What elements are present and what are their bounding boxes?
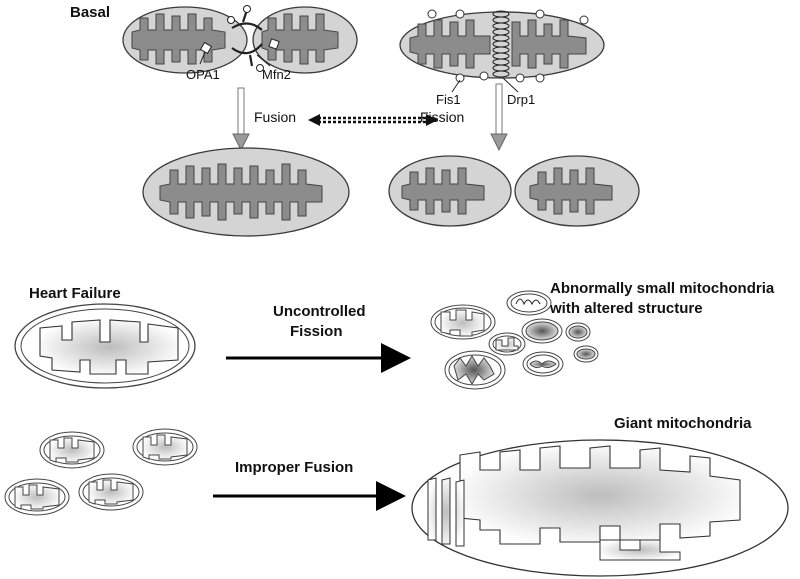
giant-mito-label: Giant mitochondria xyxy=(614,415,752,432)
fusion-label: Fusion xyxy=(254,109,296,125)
fusion-down-arrow xyxy=(232,87,250,152)
mfn2-head-icon xyxy=(227,16,235,24)
mitochondrion-dividing xyxy=(399,11,605,79)
normal-mitochondrion-outline xyxy=(14,303,196,389)
fission-down-arrow xyxy=(490,83,508,152)
basal-label: Basal xyxy=(70,4,110,21)
drp1-ring-coil xyxy=(492,10,510,78)
small-mito-label-1: Abnormally small mitochondria xyxy=(550,280,775,297)
uncontrolled-fission-label-1: Uncontrolled xyxy=(273,303,366,320)
mfn2-label: Mfn2 xyxy=(262,67,291,82)
opa1-marker-icon xyxy=(199,41,213,55)
heart-failure-label: Heart Failure xyxy=(29,285,121,302)
uncontrolled-fission-label-2: Fission xyxy=(290,323,343,340)
fused-mitochondrion xyxy=(142,147,350,237)
small-mito-label-2: with altered structure xyxy=(549,300,703,317)
mitochondrion-fusing-right xyxy=(252,6,358,74)
fusion-fission-equilibrium-arrow xyxy=(308,114,438,126)
mfn2-head-icon xyxy=(243,5,251,13)
small-mitochondria-group xyxy=(4,428,198,516)
opa1-label: OPA1 xyxy=(186,67,220,82)
mitochondrion-fusing-left xyxy=(122,6,248,74)
fragmented-mitochondria-cluster xyxy=(430,290,599,390)
fis1-label: Fis1 xyxy=(436,92,461,107)
giant-mitochondrion xyxy=(411,439,789,577)
opa1-marker-icon xyxy=(268,38,280,50)
mfn2-head-icon xyxy=(256,64,264,72)
drp1-label: Drp1 xyxy=(507,92,535,107)
fis1-receptor-icons xyxy=(427,9,589,83)
improper-fusion-label: Improper Fusion xyxy=(235,459,353,476)
fission-daughter-right xyxy=(514,155,640,227)
fission-daughter-left xyxy=(388,155,512,227)
